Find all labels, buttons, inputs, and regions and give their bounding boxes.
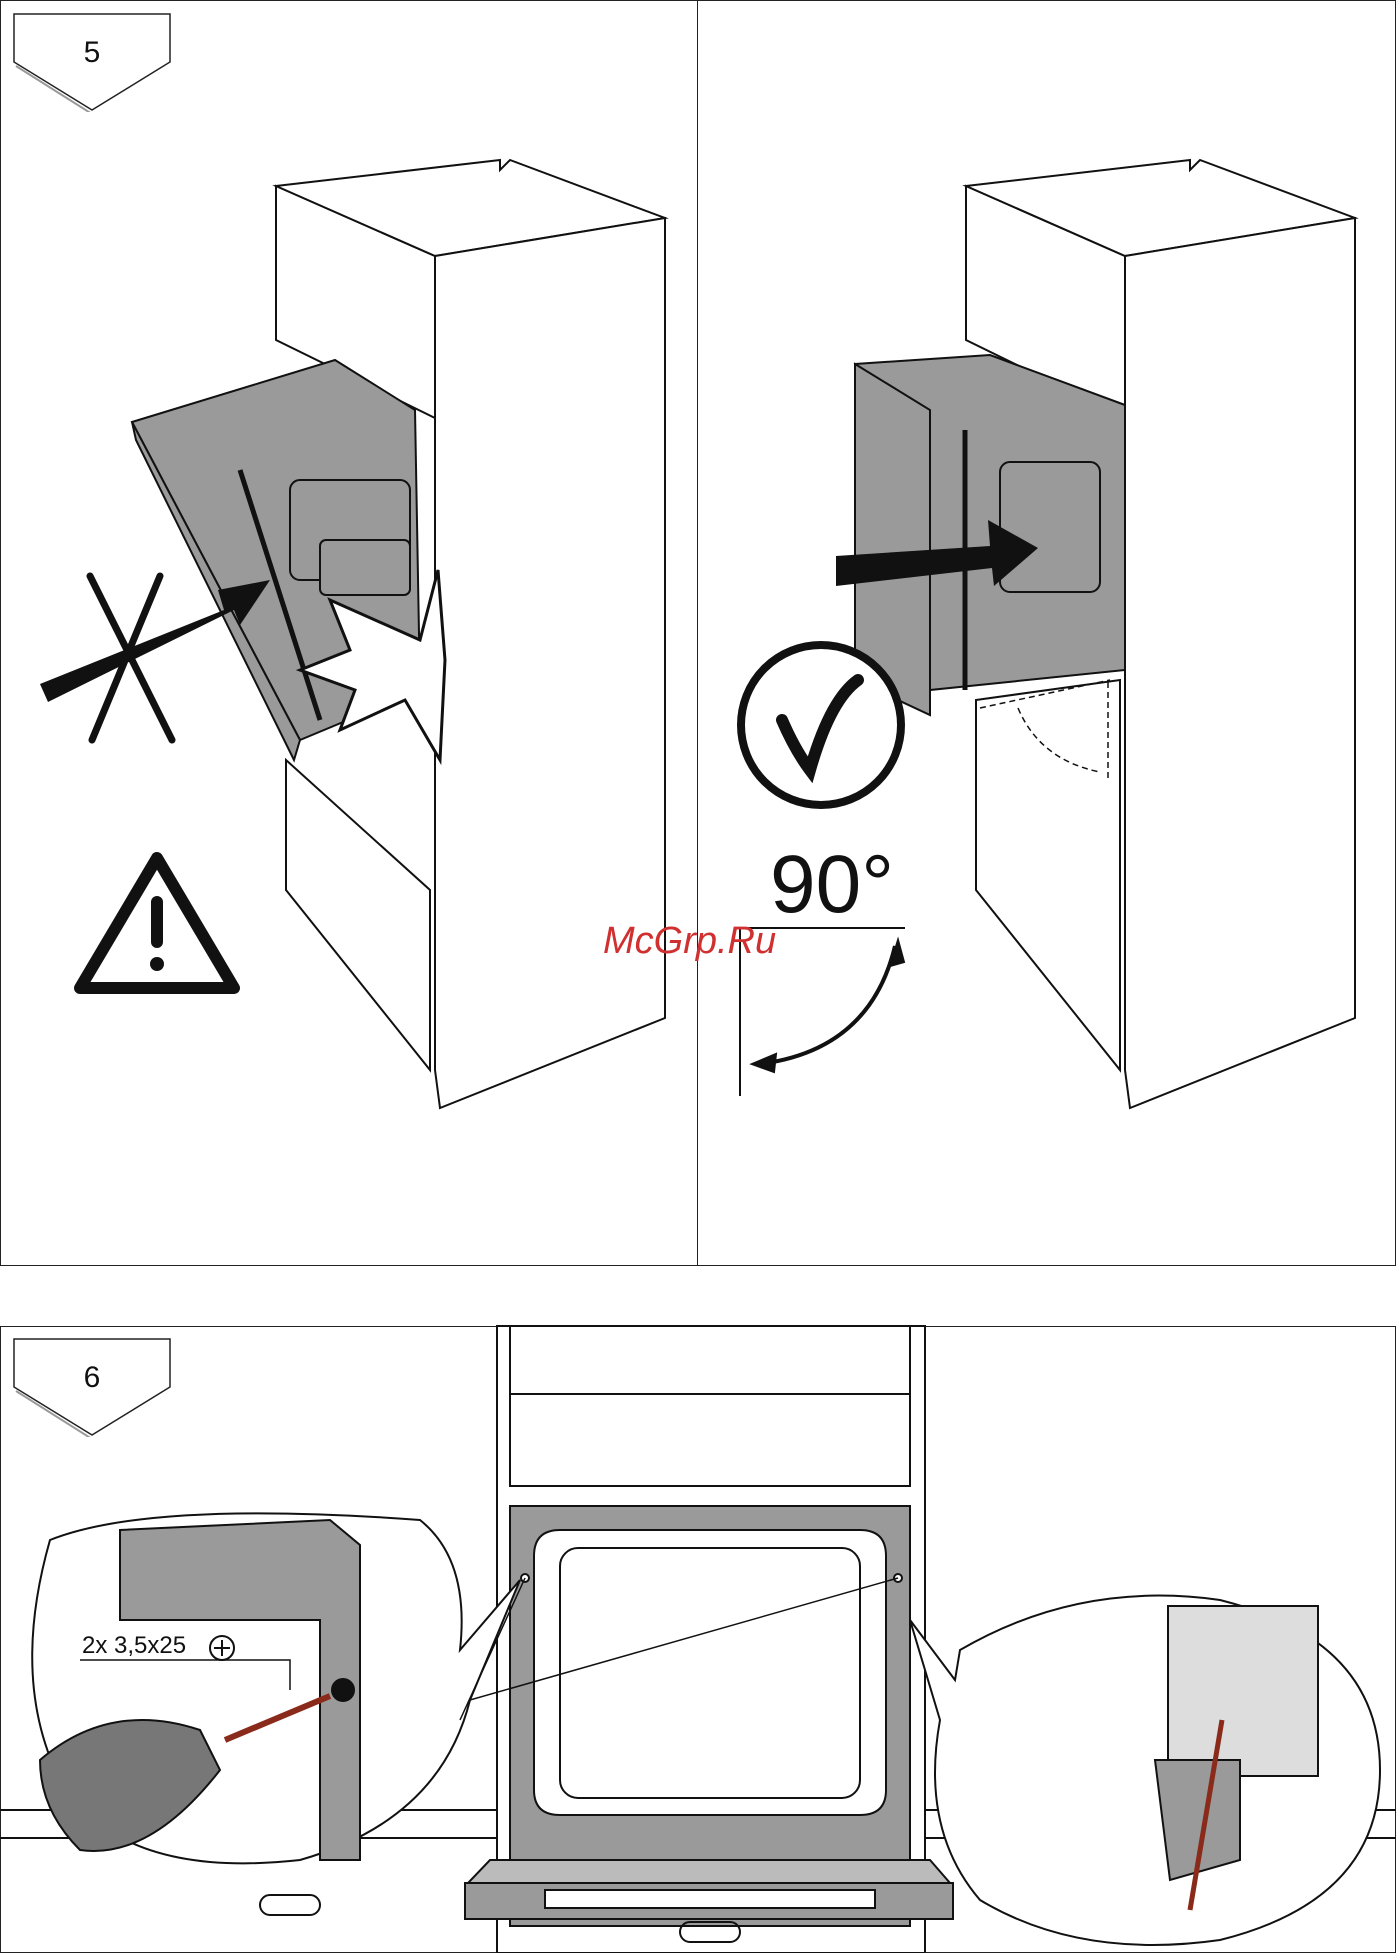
step-6-number: 6 xyxy=(12,1361,172,1395)
screw-spec-label: 2x 3,5x25 xyxy=(82,1632,186,1660)
phillips-head-icon xyxy=(210,1636,234,1660)
right-detail-bubble xyxy=(910,1596,1380,1945)
oven-front xyxy=(465,1506,953,1926)
step-6-badge: 6 xyxy=(12,1337,172,1437)
